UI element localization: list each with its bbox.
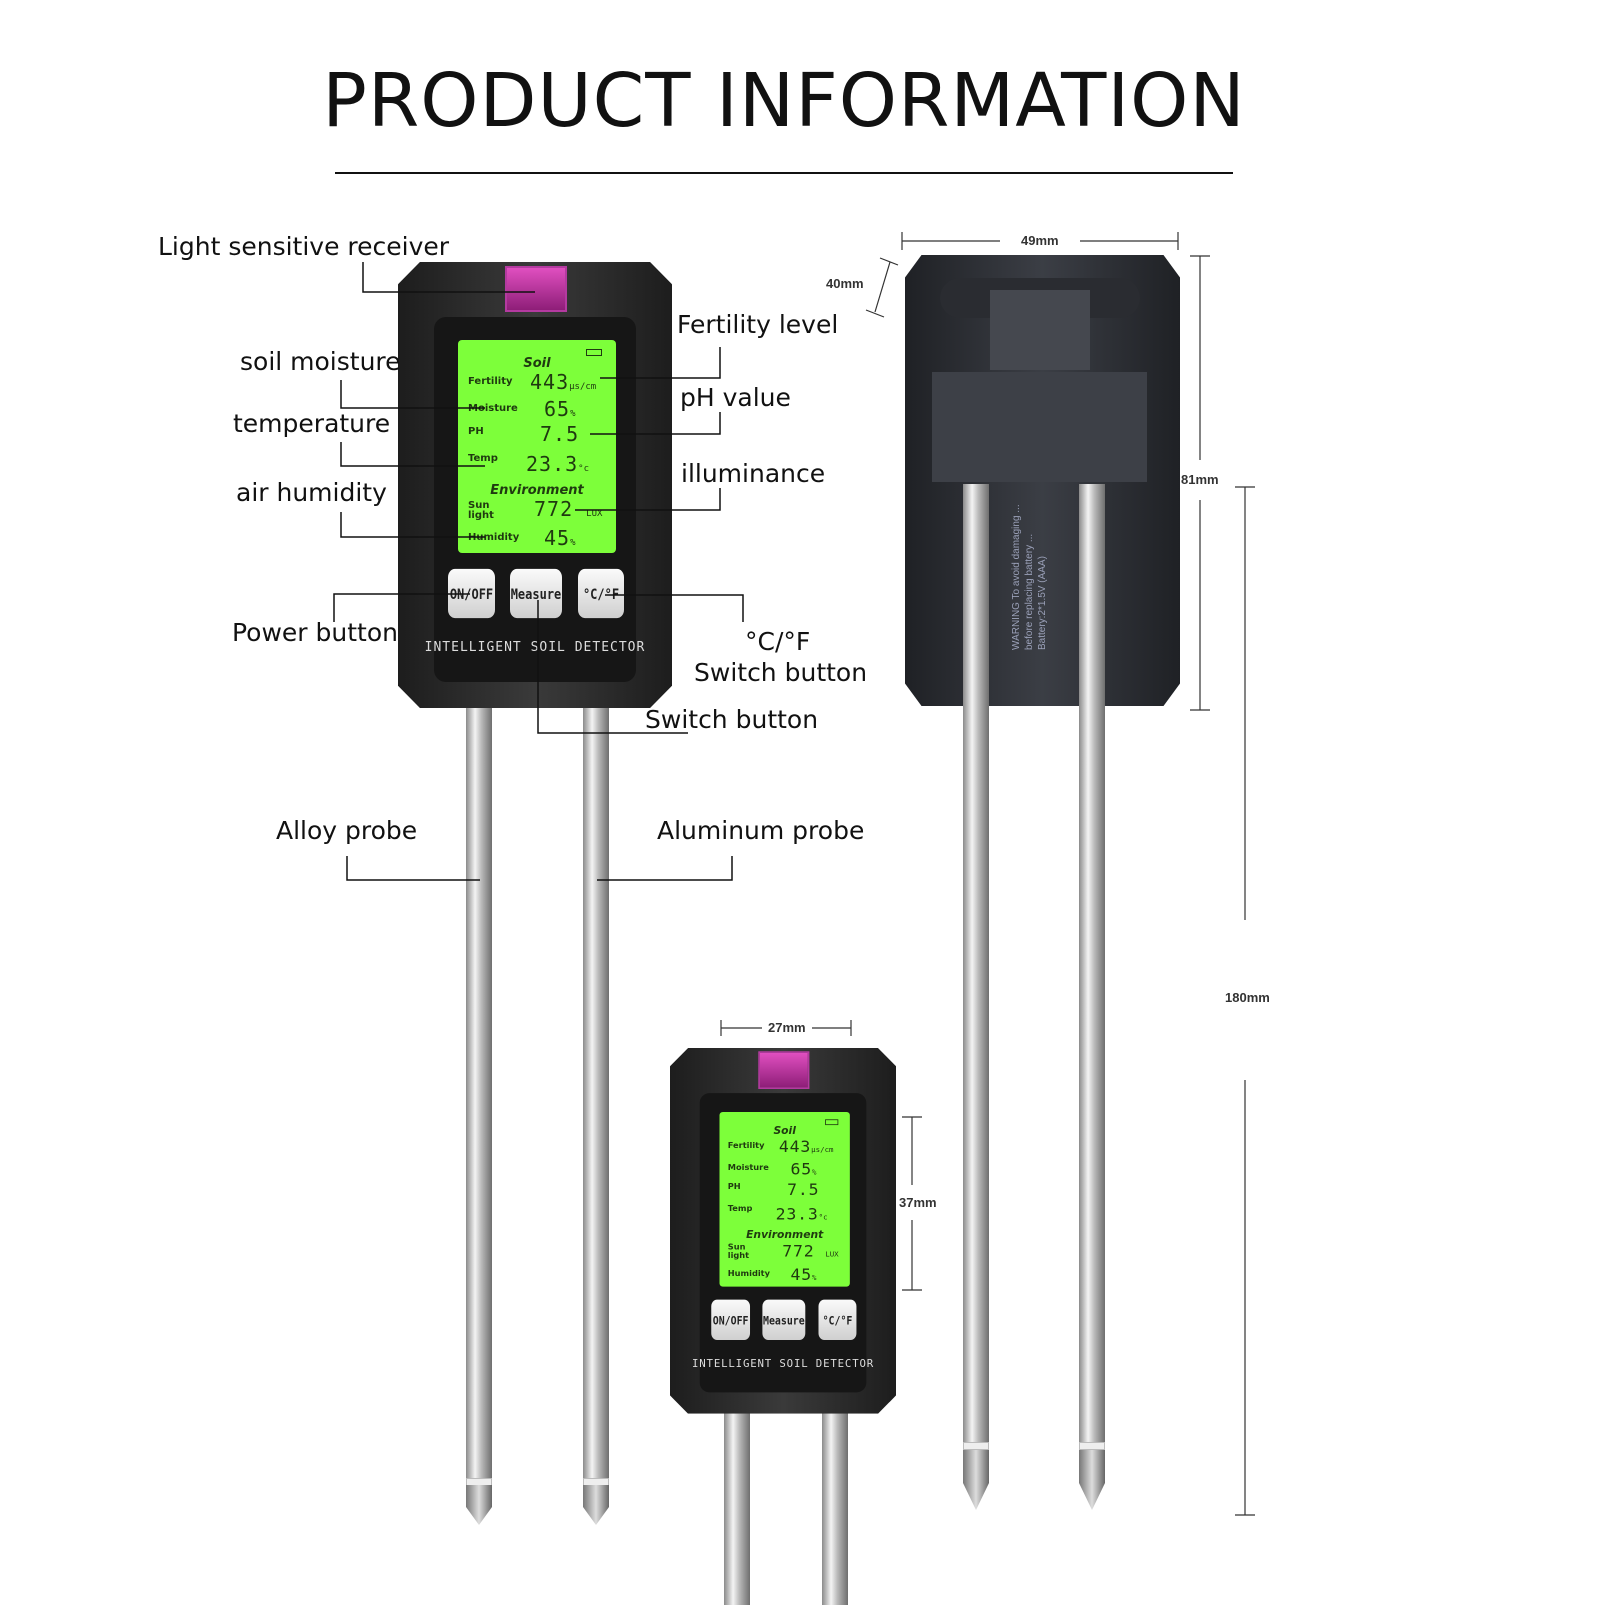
moisture-unit: % [811,1168,817,1177]
dim-screen-width: 27mm [768,1020,806,1035]
sunlight-label: Sun light [468,500,494,521]
light-receiver [758,1051,810,1089]
lcd-screen: Soil Fertility 443μs/cm Moisture 65% PH … [458,340,616,553]
humidity-unit: % [811,1274,817,1283]
probe-tip [1079,1450,1105,1510]
moisture-label: Moisture [727,1163,769,1173]
humidity-label: Humidity [468,532,520,543]
dim-depth: 40mm [826,276,864,291]
sunlight-value: 772 [782,1240,815,1261]
label-ph: pH value [680,383,791,412]
front-device: Soil Fertility 443μs/cm Moisture 65% PH … [398,262,672,708]
battery-warning-text: WARNING To avoid damaging ... before rep… [1011,504,1048,650]
environment-heading: Environment [746,1229,824,1242]
probe-tip [963,1450,989,1510]
measure-button[interactable]: Measure [510,568,562,619]
sunlight-value: 772 [534,497,574,521]
soil-heading: Soil [523,356,551,371]
probe-band [1079,1442,1105,1450]
brand-text: INTELLIGENT SOIL DETECTOR [424,640,646,655]
unit-switch-button[interactable]: °C/°F [818,1299,857,1341]
unit-switch-button[interactable]: °C/°F [578,568,624,619]
humidity-value: 45 [544,526,571,550]
ph-value: 7.5 [787,1179,820,1199]
label-air-humidity: air humidity [236,478,387,507]
back-probe-left [963,484,989,1444]
fertility-label: Fertility [727,1141,765,1151]
fertility-unit: μs/cm [569,382,597,392]
fertility-value: 443 [778,1136,812,1157]
temp-value: 23.3 [775,1203,819,1224]
label-alloy-probe: Alloy probe [276,816,418,845]
label-soil-moisture: soil moisture [240,347,401,376]
moisture-label: Moisture [468,403,518,414]
dim-screen-height: 37mm [899,1195,937,1210]
humidity-value: 45 [790,1264,812,1285]
ph-label: PH [468,426,484,437]
sunlight-label: Sun light [727,1243,750,1261]
dim-total-height: 180mm [1225,990,1270,1005]
lcd-screen: Soil Fertility 443μs/cm Moisture 65% PH … [719,1111,850,1287]
battery-cover [932,372,1147,482]
probe-band [583,1478,609,1486]
fertility-unit: μs/cm [811,1146,834,1155]
measure-button[interactable]: Measure [762,1299,806,1341]
page-title: PRODUCT INFORMATION [322,58,1246,144]
light-receiver [505,266,567,312]
label-power-button: Power button [232,618,398,647]
dim-width: 49mm [1021,233,1059,248]
temp-value: 23.3 [526,452,579,476]
humidity-unit: % [570,538,576,548]
environment-heading: Environment [490,483,584,498]
label-temperature: temperature [233,409,391,438]
probe-band [466,1478,492,1486]
title-divider [335,172,1233,174]
ph-value: 7.5 [540,422,580,446]
label-switch-button: Switch button [645,705,819,734]
brand-text: INTELLIGENT SOIL DETECTOR [691,1357,875,1371]
moisture-value: 65 [790,1158,812,1179]
temp-label: Temp [468,453,498,464]
sunlight-unit: LUX [825,1250,839,1259]
label-fertility: Fertility level [677,310,839,339]
temp-label: Temp [727,1204,753,1214]
small-probe-left [724,1405,750,1605]
label-cf-switch: Switch button [694,658,868,687]
sunlight-unit: LUX [586,509,603,519]
label-light-receiver: Light sensitive receiver [158,232,450,261]
alloy-probe [466,700,492,1480]
moisture-value: 65 [544,397,571,421]
temp-unit: °c [818,1213,828,1222]
probe-tip [466,1485,492,1525]
temp-unit: °c [578,464,590,474]
power-button[interactable]: ON/OFF [711,1299,751,1341]
probe-band [963,1442,989,1450]
back-clip [990,290,1090,370]
fertility-label: Fertility [468,376,513,387]
humidity-label: Humidity [727,1269,771,1279]
probe-tip [583,1485,609,1525]
label-illuminance: illuminance [681,459,826,488]
moisture-unit: % [570,409,576,419]
battery-icon [586,349,602,356]
ph-label: PH [727,1182,741,1192]
label-aluminum-probe: Aluminum probe [657,816,865,845]
power-button[interactable]: ON/OFF [448,568,495,619]
dim-body-height: 81mm [1181,472,1219,487]
soil-heading: Soil [773,1125,796,1138]
small-device: Soil Fertility 443μs/cm Moisture 65% PH … [670,1048,897,1414]
fertility-value: 443 [530,370,570,394]
battery-icon [825,1119,839,1126]
label-cf: °C/°F [745,627,811,656]
back-probe-right [1079,484,1105,1444]
small-probe-right [822,1405,848,1605]
aluminum-probe [583,700,609,1480]
